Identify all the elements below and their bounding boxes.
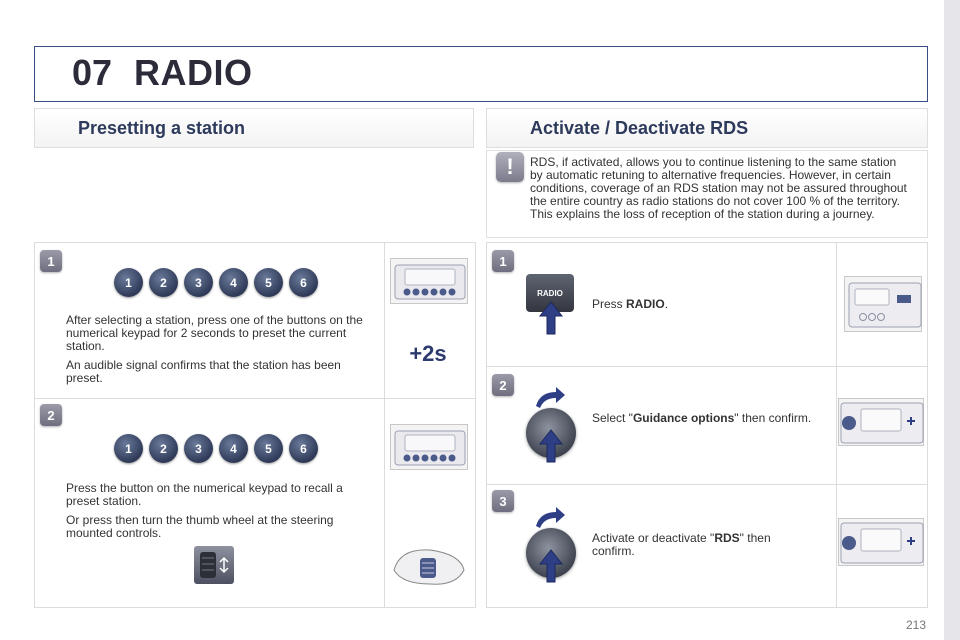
recall-key-1: 1 xyxy=(114,434,143,463)
preset-key-1: 1 xyxy=(114,268,143,297)
right-step-separator-1 xyxy=(486,366,928,367)
preset-text-2: An audible signal confirms that the stat… xyxy=(66,358,341,385)
hold-2s-label: +2s xyxy=(409,341,447,366)
preset-instructions: After selecting a station, press one of … xyxy=(66,314,368,385)
radio-panel-drawing-3 xyxy=(840,522,924,564)
rds-step-1-pre: Press xyxy=(592,297,627,311)
radio-panel-drawing-1 xyxy=(848,282,922,328)
chapter-number: 07 xyxy=(72,52,113,93)
press-arrow-icon-3 xyxy=(538,549,564,583)
page-edge-strip xyxy=(944,0,960,640)
chapter-header-frame xyxy=(34,46,928,102)
rds-step-1-badge: 1 xyxy=(492,250,514,272)
rds-step-2-post: " then confirm. xyxy=(734,411,812,425)
recall-instructions: Press the button on the numerical keypad… xyxy=(66,482,368,540)
preset-key-6: 6 xyxy=(289,268,318,297)
left-section-bar xyxy=(34,108,474,148)
rds-step-2-bold: Guidance options xyxy=(632,411,735,425)
rds-step-1-text: Press RADIO. xyxy=(592,298,812,311)
rds-warning-text: RDS, if activated, allows you to continu… xyxy=(530,155,907,221)
preset-key-4: 4 xyxy=(219,268,248,297)
steering-control-image xyxy=(390,540,470,590)
radio-unit-image-2 xyxy=(390,424,468,470)
rotate-arrow-icon-2 xyxy=(536,507,565,528)
radio-unit-drawing-1 xyxy=(394,264,466,300)
rds-warning-panel xyxy=(486,150,928,238)
preset-keypad-2: 1 2 3 4 5 6 xyxy=(114,434,318,463)
thumb-wheel-drawing xyxy=(200,552,229,578)
radio-panel-drawing-2 xyxy=(840,402,924,444)
recall-key-2: 2 xyxy=(149,434,178,463)
hold-2s-icon: +2s xyxy=(404,334,452,374)
rds-step-1-bold: RADIO xyxy=(626,297,665,311)
right-step-separator-2 xyxy=(486,484,928,485)
recall-key-3: 3 xyxy=(184,434,213,463)
press-arrow-icon-2 xyxy=(538,429,564,463)
page-number: 213 xyxy=(906,618,927,632)
right-panel-divider xyxy=(836,242,837,608)
rds-step-3-bold: RDS xyxy=(714,531,740,545)
recall-text-2: Or press then turn the thumb wheel at th… xyxy=(66,513,334,540)
radio-unit-drawing-2 xyxy=(394,430,466,466)
preset-key-3: 3 xyxy=(184,268,213,297)
press-arrow-icon-1 xyxy=(538,301,564,335)
left-panel-divider xyxy=(384,242,385,608)
preset-keypad-1: 1 2 3 4 5 6 xyxy=(114,268,318,297)
radio-unit-image-1 xyxy=(390,258,468,304)
right-section-title: Activate / Deactivate RDS xyxy=(530,118,749,138)
rds-step-2-badge: 2 xyxy=(492,374,514,396)
warning-icon: ! xyxy=(496,152,524,182)
step-1-badge: 1 xyxy=(40,250,62,272)
rds-step-1-post: . xyxy=(664,297,669,311)
rds-step-2-pre: Select " xyxy=(592,411,633,425)
radio-panel-image-2 xyxy=(838,398,924,446)
preset-text-1: After selecting a station, press one of … xyxy=(66,313,363,353)
preset-key-2: 2 xyxy=(149,268,178,297)
recall-key-6: 6 xyxy=(289,434,318,463)
rds-step-2-text: Select "Guidance options" then confirm. xyxy=(592,412,812,425)
rds-step-3-text: Activate or deactivate "RDS" then confir… xyxy=(592,532,812,558)
radio-panel-image-3 xyxy=(838,518,924,566)
left-step-separator xyxy=(34,398,476,399)
right-section-bar xyxy=(486,108,928,148)
recall-text-1: Press the button on the numerical keypad… xyxy=(66,481,343,508)
rotate-arrow-icon-1 xyxy=(536,387,565,408)
rds-step-3-pre: Activate or deactivate " xyxy=(592,531,715,545)
step-2-badge: 2 xyxy=(40,404,62,426)
recall-key-5: 5 xyxy=(254,434,283,463)
thumb-wheel-icon xyxy=(194,546,234,584)
chapter-title: RADIO xyxy=(134,52,253,93)
steering-control-drawing xyxy=(393,549,465,585)
recall-key-4: 4 xyxy=(219,434,248,463)
rds-step-3-post: " then confirm. xyxy=(592,531,771,558)
radio-panel-image-1 xyxy=(844,276,922,332)
left-section-title: Presetting a station xyxy=(78,118,246,138)
preset-key-5: 5 xyxy=(254,268,283,297)
radio-button-icon: RADIO xyxy=(526,274,574,312)
rds-step-3-badge: 3 xyxy=(492,490,514,512)
